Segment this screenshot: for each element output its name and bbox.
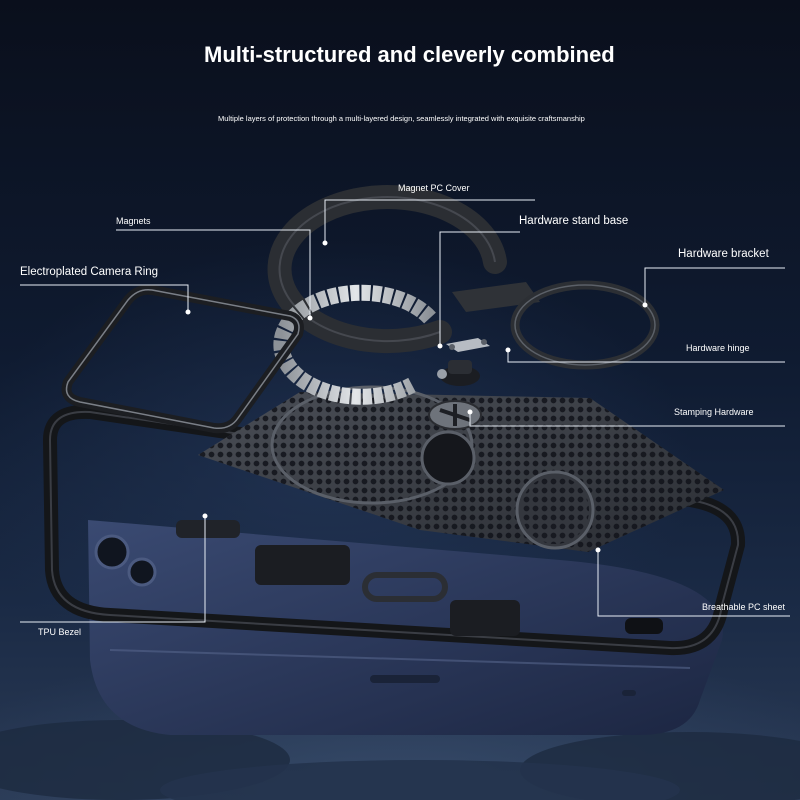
label-stamping-hardware: Stamping Hardware [674, 407, 754, 417]
label-magnets: Magnets [116, 216, 151, 226]
breathable-pc-sheet [198, 385, 724, 552]
magnets-ring [273, 284, 436, 405]
tpu-bezel [43, 404, 746, 656]
subheadline: Multiple layers of protection through a … [218, 114, 585, 123]
leader-lines [20, 199, 790, 623]
stamping-hardware [428, 400, 482, 430]
rocky-ground [0, 720, 800, 800]
label-hardware-bracket: Hardware bracket [678, 248, 769, 260]
label-hardware-stand-base: Hardware stand base [519, 215, 629, 227]
label-breathable-pc-sheet: Breathable PC sheet [702, 602, 786, 612]
hardware-stand-base [437, 360, 480, 386]
magnet-pc-cover [267, 185, 507, 354]
label-magnet-pc-cover: Magnet PC Cover [398, 183, 470, 193]
label-hardware-hinge: Hardware hinge [686, 343, 750, 353]
hardware-hinge [446, 338, 490, 352]
hardware-bracket [452, 280, 660, 370]
label-electroplated-camera-ring: Electroplated Camera Ring [20, 266, 159, 278]
camera-ring [61, 284, 304, 434]
headline: Multi-structured and cleverly combined [204, 42, 615, 67]
label-tpu-bezel: TPU Bezel [38, 627, 82, 637]
